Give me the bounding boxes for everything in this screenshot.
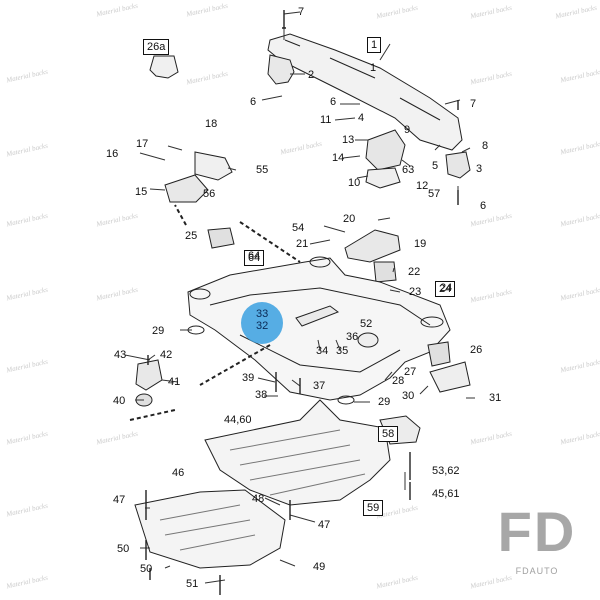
highlight-label: 32 [256, 320, 269, 332]
boxed-callout: 1 [367, 37, 382, 53]
callout: 56 [203, 188, 216, 200]
bracket-41 [135, 359, 163, 391]
callout: 4 [358, 112, 365, 124]
callout: 12 [416, 180, 429, 192]
callout: 29 [152, 325, 165, 337]
logo-text: FDAUTO [515, 566, 559, 576]
logo-mark: FD [497, 500, 577, 563]
callout: 18 [205, 118, 218, 130]
callout: 24 [440, 282, 453, 294]
mount-13 [365, 129, 406, 171]
lower-shield [134, 489, 286, 569]
boxed-callout: 24 [435, 281, 456, 297]
callout: 20 [343, 213, 356, 225]
callout: 8 [482, 140, 489, 152]
callout: 7 [470, 98, 477, 110]
callout: 42 [160, 349, 173, 361]
bracket-19 [344, 229, 401, 263]
callout: 7 [298, 6, 305, 18]
callout: 28 [392, 375, 405, 387]
subframe-hole-right [420, 316, 444, 328]
mount-26 [427, 341, 451, 367]
callout: 6 [250, 96, 257, 108]
callout: 57 [428, 188, 441, 200]
mount-26a [149, 55, 179, 79]
bushing-22 [373, 261, 397, 283]
callout: 16 [106, 148, 119, 160]
mount-3 [445, 151, 471, 179]
callout: 3 [476, 163, 483, 175]
bushing-36 [357, 332, 379, 348]
callout: 25 [185, 230, 198, 242]
callout: 50 [140, 563, 153, 575]
callout: 47 [113, 494, 126, 506]
callout: 2 [308, 69, 315, 81]
boxed-callout: 64 [244, 250, 265, 266]
bracket-10 [365, 167, 401, 189]
callout: 44,60 [224, 414, 252, 426]
bushing-18 [194, 151, 233, 181]
callout: 43 [114, 349, 127, 361]
callout: 22 [408, 266, 421, 278]
callout: 23 [409, 286, 422, 298]
callout: 31 [489, 392, 502, 404]
callout: 38 [255, 389, 268, 401]
highlight-label: 33 [256, 308, 269, 320]
callout: 54 [292, 222, 305, 234]
callout: 6 [480, 200, 487, 212]
callout: 45,61 [432, 488, 460, 500]
washer-29-right [337, 395, 355, 405]
callout: 27 [404, 366, 417, 378]
mount-15 [164, 174, 209, 203]
crossmember-part [267, 33, 463, 151]
callout: 10 [348, 177, 361, 189]
callout: 14 [332, 152, 345, 164]
callout: 30 [402, 390, 415, 402]
callout: 51 [186, 578, 199, 590]
callout: 15 [135, 186, 148, 198]
bushing-25 [207, 227, 235, 249]
callout: 1 [370, 62, 377, 74]
callout: 55 [256, 164, 269, 176]
callout: 48 [252, 493, 265, 505]
mount-2 [267, 54, 295, 85]
callout: 39 [242, 372, 255, 384]
subframe-hole-top [309, 256, 331, 268]
subframe [187, 257, 451, 401]
callout: 19 [414, 238, 427, 250]
callout: 53,62 [432, 465, 460, 477]
fdauto-logo: FD FDAUTO [497, 500, 577, 588]
callout: 34 [316, 345, 329, 357]
highlight-circle [241, 302, 283, 344]
callout: 6 [330, 96, 337, 108]
callout: 29 [378, 396, 391, 408]
callout: 17 [136, 138, 149, 150]
callout: 5 [432, 160, 439, 172]
callout: 37 [313, 380, 326, 392]
callout: 46 [172, 467, 185, 479]
callout: 50 [117, 543, 130, 555]
callout: 52 [360, 318, 373, 330]
callout: 40 [113, 395, 126, 407]
callout: 47 [318, 519, 331, 531]
callout: 49 [313, 561, 326, 573]
callout: 21 [296, 238, 309, 250]
subframe-hole-left [189, 288, 211, 300]
callout: 35 [336, 345, 349, 357]
bracket-28 [429, 361, 471, 393]
callout: 11 [320, 114, 332, 126]
boxed-callout: 59 [363, 500, 384, 516]
callout: 36 [346, 331, 359, 343]
bracket-52 [295, 305, 340, 327]
callout: 26 [470, 344, 483, 356]
boxed-callout: 26a [143, 39, 170, 55]
boxed-callout: 58 [378, 426, 399, 442]
callout: 9 [404, 124, 411, 136]
callout: 41 [168, 376, 181, 388]
callout: 13 [342, 134, 355, 146]
callout: 63 [402, 164, 415, 176]
callout: 64 [248, 250, 261, 262]
